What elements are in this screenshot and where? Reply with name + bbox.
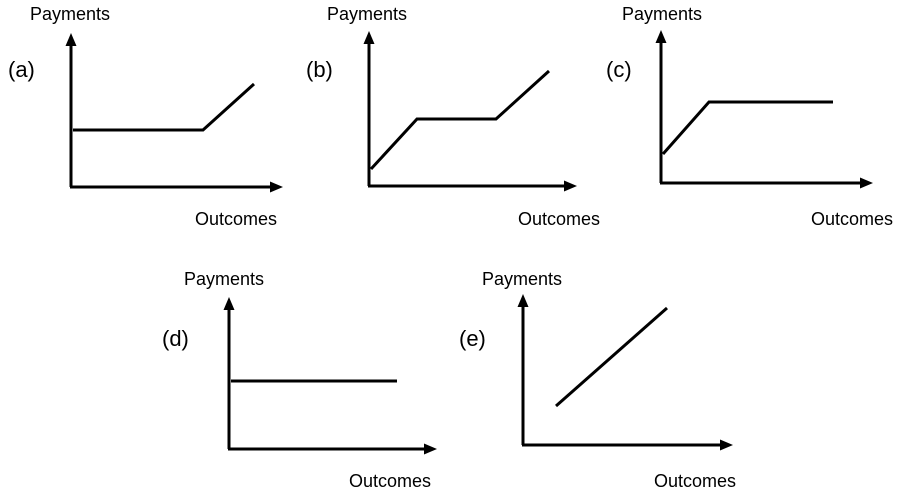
x-axis-label: Outcomes <box>811 209 893 229</box>
x-axis-label: Outcomes <box>654 471 736 491</box>
y-axis-label: Payments <box>184 269 264 289</box>
payoff-curve <box>661 100 833 155</box>
payoff-curve <box>369 69 551 171</box>
panel-label: (b) <box>306 57 333 82</box>
x-axis-arrowhead <box>424 443 437 455</box>
panel-a: Payments (a) Outcomes <box>8 4 283 229</box>
panel-label: (a) <box>8 57 35 82</box>
y-axis-arrowhead <box>65 33 77 46</box>
panel-label: (e) <box>459 326 486 351</box>
x-axis-arrowhead <box>860 177 873 189</box>
y-axis-arrowhead <box>655 30 667 43</box>
y-axis-label: Payments <box>327 4 407 24</box>
x-axis-arrowhead <box>564 180 577 192</box>
payoff-curve <box>73 82 256 132</box>
y-axis-arrowhead <box>363 31 375 44</box>
x-axis-arrowhead <box>720 439 733 451</box>
y-axis-label: Payments <box>482 269 562 289</box>
panel-label: (c) <box>606 57 632 82</box>
y-axis-label: Payments <box>30 4 110 24</box>
y-axis-arrowhead <box>223 297 235 310</box>
panel-label: (d) <box>162 326 189 351</box>
payoff-curve <box>555 306 668 408</box>
y-axis-label: Payments <box>622 4 702 24</box>
panel-e: Payments (e) Outcomes <box>459 269 736 491</box>
x-axis-label: Outcomes <box>195 209 277 229</box>
panel-c: Payments (c) Outcomes <box>606 4 893 229</box>
x-axis-label: Outcomes <box>518 209 600 229</box>
x-axis-label: Outcomes <box>349 471 431 491</box>
y-axis-arrowhead <box>517 294 529 307</box>
x-axis-arrowhead <box>270 181 283 193</box>
panel-d: Payments (d) Outcomes <box>162 269 437 491</box>
panel-b: Payments (b) Outcomes <box>306 4 600 229</box>
